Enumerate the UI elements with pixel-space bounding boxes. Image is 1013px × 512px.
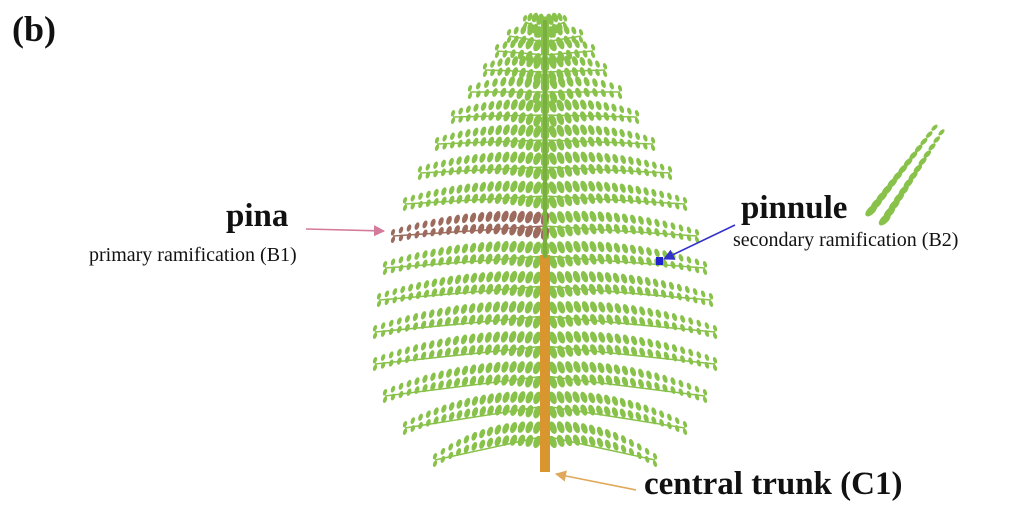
pinna [390, 210, 551, 244]
pina-arrow [306, 229, 384, 231]
pinna [539, 360, 708, 403]
pinna [539, 240, 708, 276]
pinnule-sublabel: secondary ramification (B2) [733, 229, 958, 252]
pinna [434, 123, 551, 155]
trunk-label: central trunk (C1) [644, 466, 902, 503]
pinna [539, 180, 688, 212]
pinna [382, 360, 551, 403]
pinnule-arrow [664, 225, 735, 259]
pinna [382, 240, 551, 276]
pinna [402, 180, 551, 212]
pinna [539, 210, 700, 244]
pinna [539, 270, 714, 308]
detached-pinna-icon [863, 124, 945, 228]
pina-sublabel: primary ramification (B1) [89, 244, 297, 267]
highlighted-pinnule [656, 257, 663, 265]
pinna [376, 270, 551, 308]
pinna [539, 420, 658, 467]
panel-label: (b) [12, 8, 56, 50]
pinnule-label: pinnule [741, 190, 847, 227]
central-trunk [540, 255, 550, 472]
pinna [417, 151, 551, 182]
pinna [539, 151, 673, 182]
pinna [539, 123, 656, 155]
pina-label: pina [226, 198, 288, 235]
pinna [432, 420, 551, 467]
trunk-arrow [556, 474, 636, 490]
